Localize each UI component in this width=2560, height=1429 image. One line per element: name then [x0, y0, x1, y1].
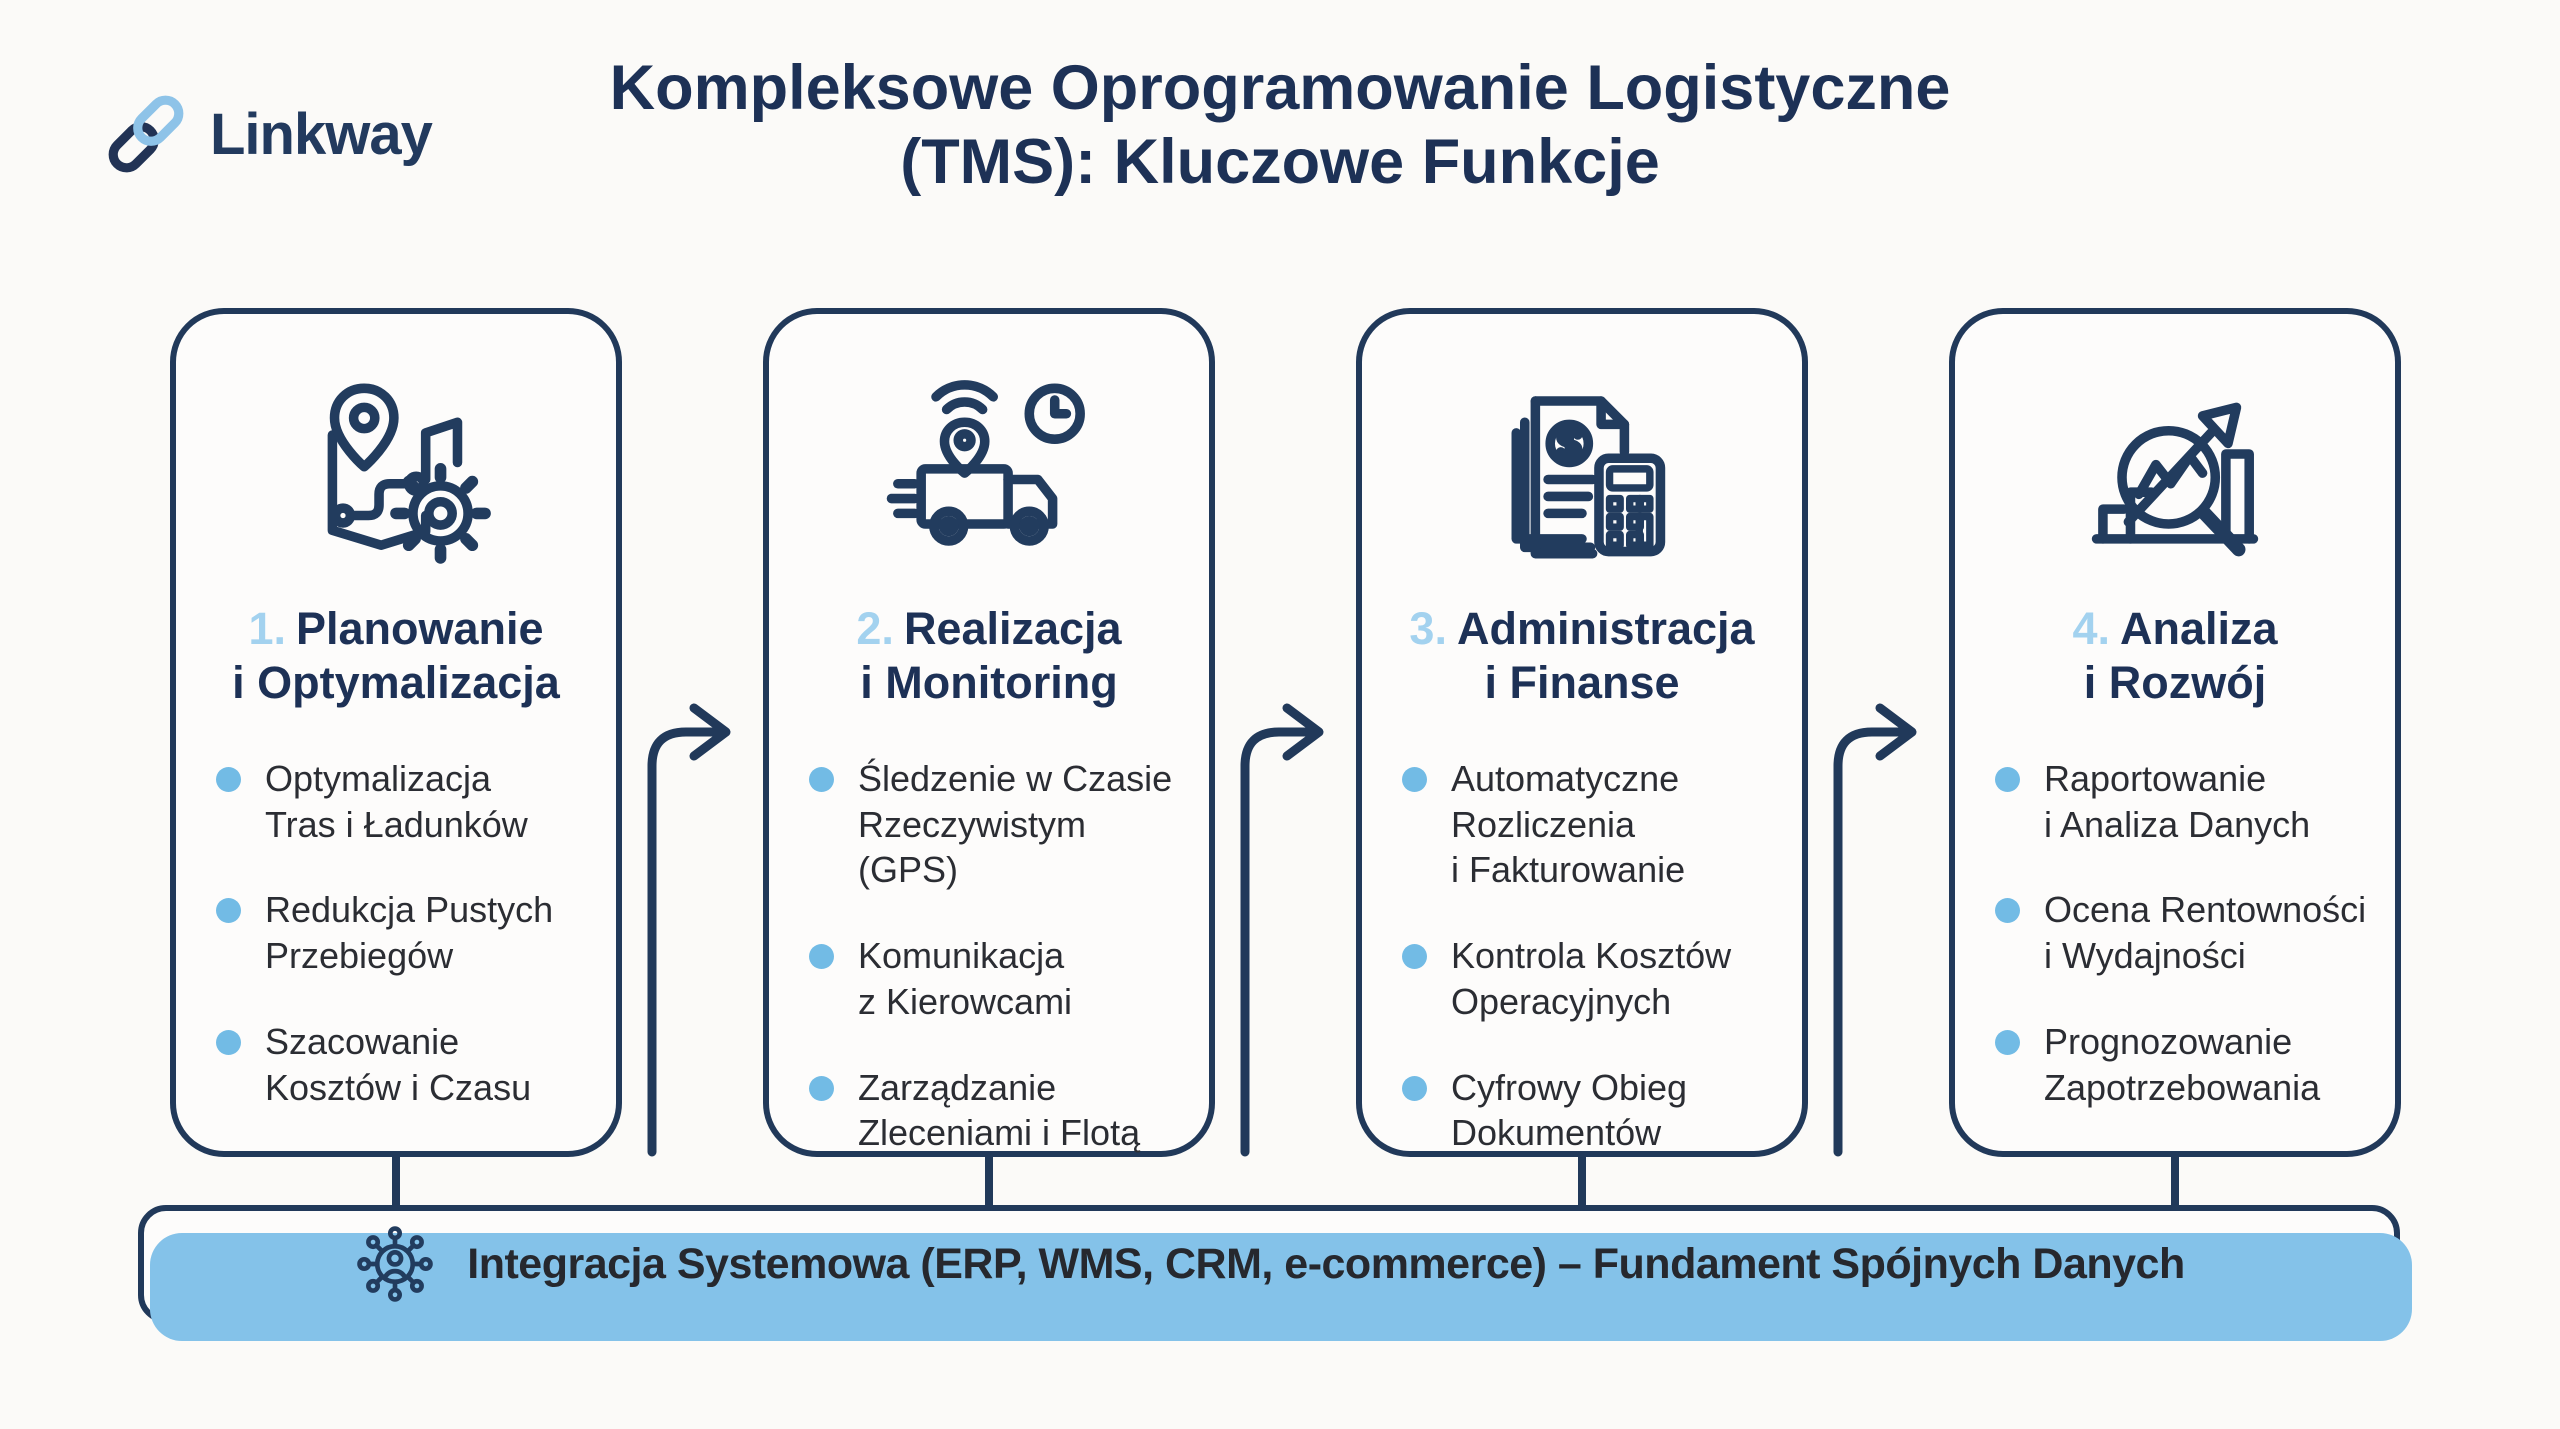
bullet-list: Optymalizacja Tras i Ładunków Redukcja P…	[176, 756, 616, 1110]
bullet-dot-icon	[1402, 1075, 1427, 1101]
list-item: Automatyczne Rozliczenia i Fakturowanie	[1402, 756, 1776, 893]
logo: Linkway	[100, 88, 433, 180]
list-item: Szacowanie Kosztów i Czasu	[216, 1019, 590, 1110]
list-item: Raportowanie i Analiza Danych	[1995, 756, 2369, 847]
list-item: Prognozowanie Zapotrzebowania	[1995, 1019, 2369, 1110]
card-accent	[2403, 350, 2420, 776]
card-planowanie: 1.Planowanie i Optymalizacja Optymalizac…	[146, 308, 646, 1221]
chain-link-icon	[108, 95, 184, 173]
map-route-gear-icon	[176, 364, 616, 578]
list-item: Optymalizacja Tras i Ładunków	[216, 756, 590, 847]
logo-text: Linkway	[210, 101, 433, 167]
card-heading: 2.Realizacja i Monitoring	[856, 603, 1122, 708]
bullet-dot-icon	[216, 1029, 241, 1055]
connector-line	[1578, 1151, 1586, 1221]
page-title: Kompleksowe Oprogramowanie Logistyczne (…	[430, 52, 2130, 199]
integration-text: Integracja Systemowa (ERP, WMS, CRM, e-c…	[467, 1239, 2185, 1288]
page-title-line-1: Kompleksowe Oprogramowanie Logistyczne	[609, 53, 1951, 123]
bullet-dot-icon	[216, 767, 241, 792]
bullet-dot-icon	[809, 944, 834, 970]
list-item: Kontrola Kosztów Operacyjnych	[1402, 933, 1776, 1024]
flow-arrow-icon	[632, 700, 752, 1162]
chart-magnifier-growth-icon	[1955, 364, 2395, 578]
gps-truck-clock-icon	[769, 364, 1209, 578]
user-network-icon	[357, 1226, 434, 1302]
card-heading: 4.Analiza i Rozwój	[2072, 603, 2278, 708]
flow-arrow-icon	[1818, 700, 1938, 1162]
bullet-dot-icon	[1402, 767, 1427, 792]
integration-bar: Integracja Systemowa (ERP, WMS, CRM, e-c…	[138, 1205, 2412, 1341]
list-item: Cyfrowy Obieg Dokumentów	[1402, 1065, 1776, 1156]
card-number: 2.	[856, 603, 894, 654]
bullet-list: Śledzenie w Czasie Rzeczywistym (GPS) Ko…	[769, 756, 1209, 1156]
bullet-dot-icon	[216, 898, 241, 924]
card-number: 1.	[248, 603, 286, 654]
card-heading: 3.Administracja i Finanse	[1409, 603, 1755, 708]
connector-line	[392, 1151, 400, 1221]
bullet-list: Automatyczne Rozliczenia i Fakturowanie …	[1362, 756, 1802, 1156]
card-number: 3.	[1409, 603, 1447, 654]
bullet-dot-icon	[1995, 898, 2020, 924]
bullet-dot-icon	[809, 767, 834, 792]
connector-line	[985, 1151, 993, 1221]
card-realizacja: 2.Realizacja i Monitoring Śledzenie w Cz…	[739, 308, 1239, 1221]
invoice-calculator-icon	[1362, 364, 1802, 578]
bullet-list: Raportowanie i Analiza Danych Ocena Rent…	[1955, 756, 2395, 1110]
bullet-dot-icon	[1995, 767, 2020, 792]
bullet-dot-icon	[1995, 1029, 2020, 1055]
list-item: Zarządzanie Zleceniami i Flotą	[809, 1065, 1183, 1156]
cards-row: 1.Planowanie i Optymalizacja Optymalizac…	[146, 308, 2425, 1221]
card-analiza: 4.Analiza i Rozwój Raportowanie i Analiz…	[1925, 308, 2425, 1221]
bullet-dot-icon	[809, 1075, 834, 1101]
card-administracja: 3.Administracja i Finanse Automatyczne R…	[1332, 308, 1832, 1221]
list-item: Ocena Rentowności i Wydajności	[1995, 887, 2369, 978]
flow-arrow-icon	[1225, 700, 1345, 1162]
list-item: Komunikacja z Kierowcami	[809, 933, 1183, 1024]
list-item: Śledzenie w Czasie Rzeczywistym (GPS)	[809, 756, 1183, 893]
page-title-line-2: (TMS): Kluczowe Funkcje	[900, 126, 1660, 197]
list-item: Redukcja Pustych Przebiegów	[216, 887, 590, 978]
card-heading: 1.Planowanie i Optymalizacja	[232, 603, 560, 708]
bullet-dot-icon	[1402, 944, 1427, 970]
card-number: 4.	[2072, 603, 2110, 654]
connector-line	[2171, 1151, 2179, 1221]
